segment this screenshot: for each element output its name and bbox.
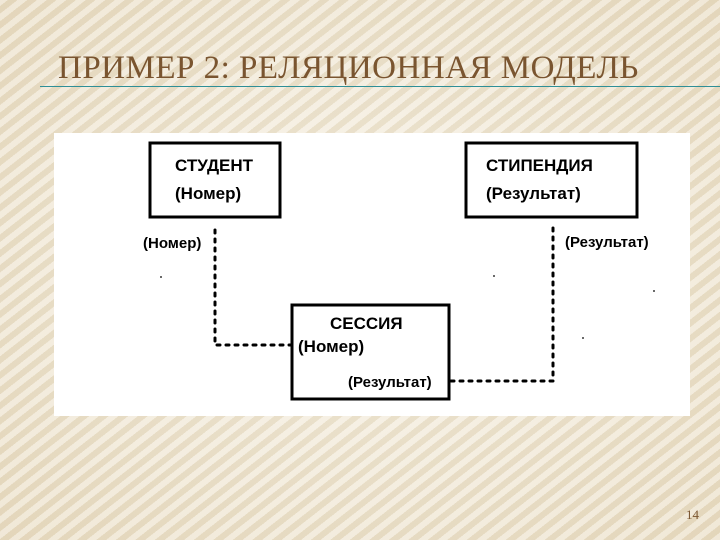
session-entity-key-2: (Результат) — [348, 374, 432, 391]
scan-speck — [653, 290, 655, 292]
scholarship-entity-name: СТИПЕНДИЯ — [486, 156, 593, 175]
student-entity-key: (Номер) — [175, 184, 241, 203]
scan-speck — [582, 337, 584, 339]
session-entity-box — [290, 303, 451, 401]
scholarship-session-connector — [449, 226, 555, 383]
scholarship-link-label: (Результат) — [565, 234, 649, 251]
scan-speck — [160, 276, 162, 278]
student-entity-name: СТУДЕНТ — [175, 156, 254, 175]
session-entity-name: СЕССИЯ — [330, 314, 403, 333]
slide-title: ПРИМЕР 2: РЕЛЯЦИОННАЯ МОДЕЛЬ — [58, 50, 639, 86]
session-entity-key-1: (Номер) — [298, 337, 364, 356]
scholarship-entity-box — [464, 141, 639, 219]
scholarship-entity-key: (Результат) — [486, 184, 581, 203]
page-number: 14 — [686, 507, 699, 522]
student-link-label: (Номер) — [143, 235, 201, 252]
diagram-panel: СТУДЕНТ (Номер) СТИПЕНДИЯ (Результат) СЕ… — [54, 133, 690, 416]
scan-speck — [493, 275, 495, 277]
student-session-connector — [213, 228, 293, 347]
title-underline — [40, 86, 720, 87]
relational-diagram: СТУДЕНТ (Номер) СТИПЕНДИЯ (Результат) СЕ… — [143, 141, 655, 401]
student-entity-box — [148, 141, 282, 219]
